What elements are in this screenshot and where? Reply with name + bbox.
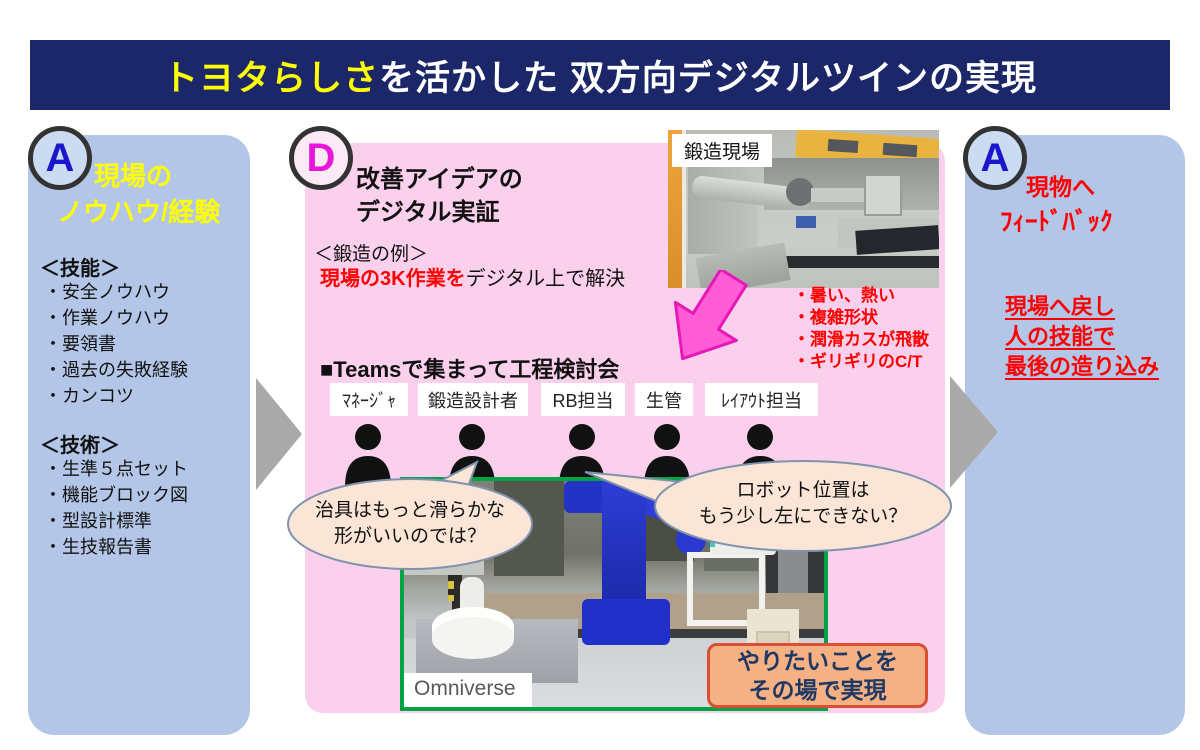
photo-die-block: [855, 225, 939, 255]
tech-item: ・生準５点セット: [44, 459, 188, 479]
scene-white-cylinder: [432, 607, 514, 659]
right-title-line2: ﾌｨｰﾄﾞﾊﾞｯｸ: [1000, 208, 1113, 236]
badge-a-right: A: [963, 126, 1027, 190]
photo-label: 鍛造現場: [672, 134, 773, 167]
result-line2: その場で実現: [748, 676, 887, 703]
speech-line: もう少し左にできない？: [698, 506, 908, 527]
role-label-layout: ﾚｲｱｳﾄ担当: [705, 383, 818, 416]
skills-item: ・過去の失敗経験: [44, 360, 188, 380]
speech-bubble-left-shape: [287, 459, 533, 570]
pink-down-arrow-icon: [673, 270, 748, 361]
photo-pillar-edge: [682, 130, 686, 288]
flow-arrow-right-icon: [950, 376, 998, 488]
role-label-rb: RB担当: [541, 383, 625, 416]
speech-bubble-right-shape: [584, 460, 952, 552]
example-label: ＜鍛造の例＞: [314, 244, 429, 265]
solve-line-red: 現場の3K作業を: [320, 268, 466, 290]
pain-point: ・潤滑カスが飛散: [793, 330, 929, 349]
skills-item: ・作業ノウハウ: [44, 308, 170, 328]
right-title-line1: 現物へ: [1026, 174, 1095, 200]
robot-column: [602, 481, 646, 613]
header-title-rest: を活かした 双方向デジタルツインの実現: [378, 58, 1038, 98]
solve-line: 現場の3K作業をデジタル上で解決: [320, 262, 625, 291]
center-title-line1: 改善アイデアの: [356, 166, 523, 193]
photo-bottom-rail: [780, 256, 939, 268]
badge-a-left: A: [28, 126, 92, 190]
tech-item: ・型設計標準: [44, 511, 152, 531]
pain-points-list: ・暑い、熱い ・複雑形状 ・潤滑カスが飛散 ・ギリギリのC/T: [793, 285, 929, 373]
tech-list: ・生準５点セット ・機能ブロック図 ・型設計標準 ・生技報告書: [44, 456, 188, 560]
skills-item: ・要領書: [44, 334, 116, 354]
tech-item: ・機能ブロック図: [44, 485, 188, 505]
pain-point: ・ギリギリのC/T: [793, 352, 923, 371]
scene-frame-table: [687, 552, 765, 626]
speech-bubble-left: 治具はもっと滑らかな 形がいいのでは？: [285, 458, 545, 572]
speech-bubble-left-text: 治具はもっと滑らかな 形がいいのでは？: [285, 498, 535, 550]
photo-beam-slot: [827, 138, 859, 154]
skills-item: ・安全ノウハウ: [44, 282, 170, 302]
skills-item: ・カンコツ: [44, 386, 134, 406]
photo-blue-bin: [796, 216, 816, 228]
teams-heading: ■Teamsで集まって工程検討会: [320, 357, 620, 382]
scene-conveyor-rail: [544, 629, 824, 638]
badge-d-center: D: [289, 126, 353, 190]
result-callout: やりたいことを その場で実現: [707, 643, 928, 708]
header-banner: トヨタらしさ を活かした 双方向デジタルツインの実現: [30, 40, 1170, 110]
center-title-line2: デジタル実証: [356, 199, 500, 226]
center-title: 改善アイデアの デジタル実証: [356, 163, 523, 229]
forging-site-photo: 鍛造現場: [668, 130, 939, 288]
right-note-line: 人の技能で: [1005, 324, 1116, 349]
solve-line-black: デジタル上で解決: [465, 268, 626, 290]
left-panel-title-line2: ノウハウ/経験: [57, 197, 221, 227]
skills-list: ・安全ノウハウ ・作業ノウハウ ・要領書 ・過去の失敗経験 ・カンコツ: [44, 279, 188, 409]
photo-orange-pillar: [668, 130, 682, 288]
speech-bubble-right: ロボット位置は もう少し左にできない？: [575, 448, 960, 560]
header-title-highlight: トヨタらしさ: [162, 58, 379, 98]
right-panel: [965, 135, 1185, 735]
speech-line: 治具はもっと滑らかな: [314, 500, 505, 521]
role-label-manager: ﾏﾈｰｼﾞｬ: [330, 383, 408, 416]
right-note: 現場へ戻し 人の技能で 最後の造り込み: [1005, 292, 1159, 382]
tech-item: ・生技報告書: [44, 537, 152, 557]
role-label-seikan: 生管: [635, 383, 693, 416]
role-label-forge-designer: 鍛造設計者: [418, 383, 528, 416]
speech-line: ロボット位置は: [736, 480, 870, 501]
tech-heading: ＜技術＞: [40, 435, 120, 457]
speech-bubble-right-text: ロボット位置は もう少し左にできない？: [663, 478, 943, 530]
photo-beam-slot: [882, 142, 918, 158]
left-panel: [28, 135, 250, 735]
omniverse-viewer: Omniverse: [400, 477, 828, 711]
right-note-line: 最後の造り込み: [1005, 354, 1160, 379]
robot-counterweight: [564, 481, 608, 513]
photo-end-effector: [864, 174, 902, 216]
flow-arrow-left-icon: [256, 378, 302, 490]
omniverse-label: Omniverse: [404, 673, 532, 707]
skills-heading: ＜技能＞: [40, 258, 120, 280]
photo-robot-forearm: [811, 188, 871, 202]
result-line1: やりたいことを: [737, 647, 898, 674]
robot-base: [582, 599, 670, 645]
speech-line: 形がいいのでは？: [333, 526, 486, 547]
right-note-line: 現場へ戻し: [1005, 294, 1116, 319]
left-panel-title-line1: 現場の: [94, 161, 173, 191]
pain-point: ・暑い、熱い: [793, 286, 895, 305]
photo-robot-joint: [786, 178, 814, 206]
pain-point: ・複雑形状: [793, 308, 878, 327]
person-icon: [345, 424, 391, 487]
